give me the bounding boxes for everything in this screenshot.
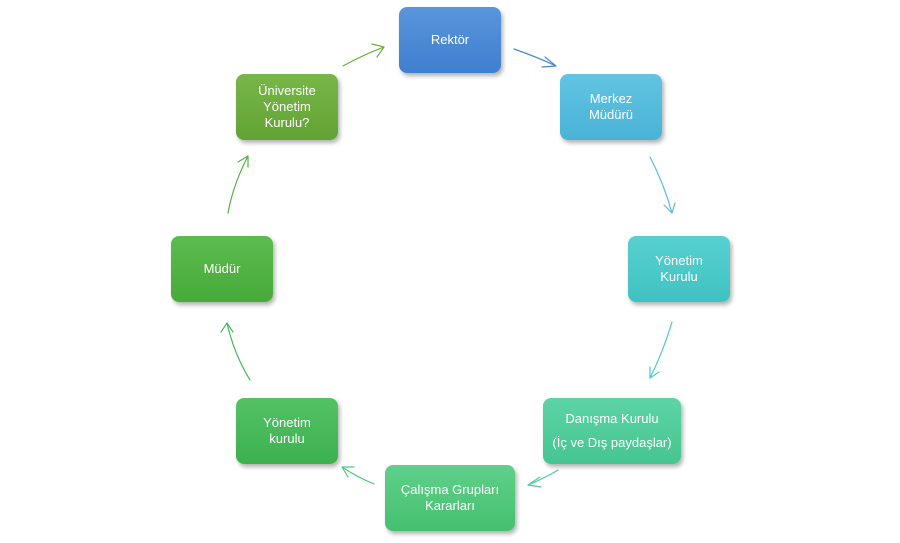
- node-label: Danışma Kurulu: [565, 411, 659, 426]
- node-rektor: Rektör: [399, 7, 501, 73]
- node-label: kurulu: [269, 431, 305, 446]
- node-label: Yönetim: [263, 99, 311, 114]
- node-label: Yönetim: [655, 253, 703, 268]
- arrow-merkez-to-yonetim: [649, 156, 676, 214]
- node-yonetim-kurulu: Yönetim Kurulu: [628, 236, 730, 302]
- arrow-universite-to-rektor: [342, 43, 385, 67]
- node-label: Kararları: [425, 498, 475, 513]
- node-universite-yonetim-kurulu: Üniversite Yönetim Kurulu?: [236, 74, 338, 140]
- arrow-yonetim-to-danisma: [649, 321, 673, 379]
- node-mudur: Müdür: [171, 236, 273, 302]
- arrow-calisma-to-ykurulu: [341, 466, 375, 485]
- node-danisma-kurulu: Danışma Kurulu (İç ve Dış paydaşlar): [543, 398, 681, 464]
- arrow-ykurulu-to-mudur: [220, 322, 251, 381]
- node-label: Kurulu: [660, 269, 698, 284]
- node-label: (İç ve Dış paydaşlar): [552, 435, 672, 450]
- node-label: Merkez: [589, 91, 633, 106]
- arrow-danisma-to-calisma: [527, 469, 559, 488]
- node-label: Çalışma Grupları: [400, 482, 500, 497]
- node-calisma-gruplari: Çalışma Grupları Kararları: [385, 465, 515, 531]
- node-label: Yönetim: [263, 415, 311, 430]
- node-label: Kurulu?: [264, 115, 310, 130]
- node-label: Üniversite: [258, 83, 316, 98]
- node-label: Müdürü: [588, 107, 634, 122]
- node-yonetim-kurulu-2: Yönetim kurulu: [236, 398, 338, 464]
- arrow-rektor-to-merkez: [513, 48, 557, 68]
- node-label: Müdür: [203, 261, 241, 276]
- node-merkez-muduru: Merkez Müdürü: [560, 74, 662, 140]
- arrow-mudur-to-universite: [227, 155, 249, 214]
- node-label: Rektör: [430, 32, 470, 47]
